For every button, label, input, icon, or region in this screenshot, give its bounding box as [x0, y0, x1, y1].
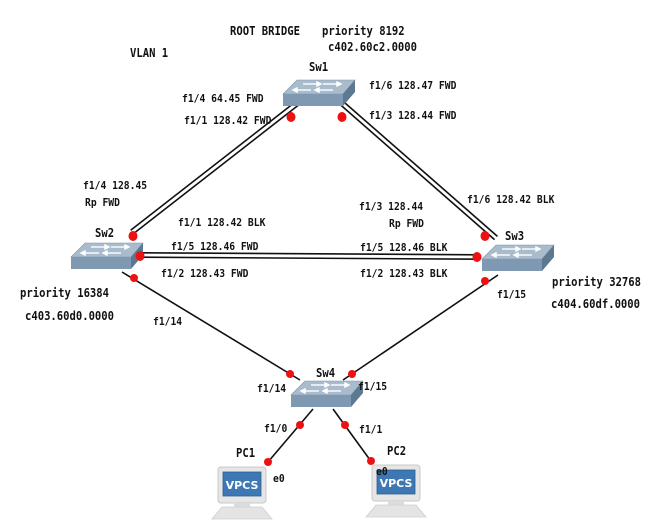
sw2-mac: c403.60d0.0000	[25, 309, 115, 323]
sw3-port-f1-6-label: f1/6 128.42 BLK	[467, 193, 555, 206]
sw4-port-f1-14-label: f1/14	[257, 382, 287, 395]
sw3-port-f1-3-label: f1/3 128.44	[359, 200, 424, 213]
link-sw2-sw3-wire-2[interactable]	[140, 252, 481, 256]
sw2-priority: priority 16384	[20, 286, 110, 300]
root-bridge-label: ROOT BRIDGE	[230, 24, 300, 38]
sw1-switch-icon[interactable]	[282, 79, 356, 107]
sw3-port-f1-6-dot	[480, 231, 490, 241]
link-sw4-pc2-wire[interactable]	[332, 408, 374, 465]
sw2-port-f1-5-label: f1/5 128.46 FWD	[171, 240, 259, 253]
sw2-port-f1-14-dot	[130, 274, 138, 282]
sw1-port-f1-4-dot	[286, 112, 296, 122]
pc2-name[interactable]: PC2	[387, 444, 407, 458]
sw2-port-f1-14-label: f1/14	[153, 315, 183, 328]
link-sw1-sw2-wire-1[interactable]	[130, 95, 304, 231]
pc1-vpcs-icon[interactable]	[211, 466, 273, 520]
link-sw2-sw4-wire[interactable]	[121, 271, 301, 381]
sw2-port-f1-5-dot	[135, 251, 145, 261]
sw4-port-f1-0-label: f1/0	[264, 422, 288, 435]
pc1-name[interactable]: PC1	[236, 446, 256, 460]
link-sw3-sw4[interactable]	[342, 274, 499, 381]
sw2-switch-icon[interactable]	[70, 242, 144, 270]
sw3-port-f1-15-dot	[481, 277, 489, 285]
link-sw2-sw4[interactable]	[121, 271, 301, 381]
link-sw4-pc1-wire[interactable]	[267, 408, 314, 463]
link-sw1-sw3-wire-2[interactable]	[336, 95, 498, 237]
pc2-port-e0-label: e0	[376, 465, 388, 478]
link-sw2-sw3-wire-1[interactable]	[139, 256, 480, 260]
sw3-port-f1-2-label: f1/2 128.43 BLK	[360, 267, 448, 280]
link-sw1-sw2[interactable]	[130, 95, 306, 235]
sw1-port-f1-1-label: f1/1 128.42 FWD	[184, 114, 272, 127]
sw1-name[interactable]: Sw1	[309, 60, 329, 74]
pc2-vpcs-icon[interactable]	[365, 464, 427, 518]
vlan-label: VLAN 1	[130, 46, 169, 60]
link-sw2-sw3[interactable]	[139, 252, 481, 260]
pc1-port-e0-label: e0	[273, 472, 285, 485]
sw3-priority: priority 32768	[552, 275, 642, 289]
sw1-port-f1-4-label: f1/4 64.45 FWD	[182, 92, 264, 105]
link-sw1-sw3[interactable]	[334, 95, 498, 241]
sw1-priority: priority 8192	[322, 24, 405, 38]
sw3-name[interactable]: Sw3	[505, 229, 525, 243]
sw3-port-f1-15-label: f1/15	[497, 288, 527, 301]
sw4-switch-icon[interactable]	[290, 380, 364, 408]
sw1-mac: c402.60c2.0000	[328, 40, 418, 54]
sw1-port-f1-6-label: f1/6 128.47 FWD	[369, 79, 457, 92]
link-sw4-pc1[interactable]	[267, 408, 314, 463]
link-sw3-sw4-wire[interactable]	[342, 274, 499, 381]
sw4-port-f1-14-dot	[286, 370, 294, 378]
sw4-port-f1-1-label: f1/1	[359, 423, 383, 436]
sw2-port-f1-2-label: f1/2 128.43 FWD	[161, 267, 249, 280]
sw2-port-f1-4-dot	[128, 231, 138, 241]
sw2-port-f1-4-role: Rp FWD	[85, 196, 120, 209]
sw4-port-f1-15-dot	[348, 370, 356, 378]
sw3-mac: c404.60df.0000	[551, 297, 641, 311]
sw2-port-f1-1-label: f1/1 128.42 BLK	[178, 216, 266, 229]
sw2-name[interactable]: Sw2	[95, 226, 115, 240]
sw3-port-f1-3-role: Rp FWD	[389, 217, 424, 230]
sw4-port-f1-15-label: f1/15	[358, 380, 388, 393]
links-layer	[121, 95, 499, 465]
sw4-port-f1-1-dot	[341, 421, 349, 429]
port-dots-layer	[128, 112, 490, 466]
sw3-switch-icon[interactable]	[481, 244, 555, 272]
sw1-port-f1-3-label: f1/3 128.44 FWD	[369, 109, 457, 122]
link-sw1-sw2-wire-2[interactable]	[132, 99, 306, 235]
sw2-port-f1-4-label: f1/4 128.45	[83, 179, 148, 192]
pc2-port-e0-dot	[367, 457, 375, 465]
nodes-layer	[70, 79, 555, 520]
sw3-port-f1-5-label: f1/5 128.46 BLK	[360, 241, 448, 254]
pc1-port-e0-dot	[264, 458, 272, 466]
sw1-port-f1-6-dot	[337, 112, 347, 122]
sw3-port-f1-5-dot	[472, 252, 482, 262]
sw4-name[interactable]: Sw4	[316, 366, 336, 380]
sw4-port-f1-0-dot	[296, 421, 304, 429]
link-sw4-pc2[interactable]	[332, 408, 374, 465]
link-sw1-sw3-wire-1[interactable]	[334, 99, 496, 241]
